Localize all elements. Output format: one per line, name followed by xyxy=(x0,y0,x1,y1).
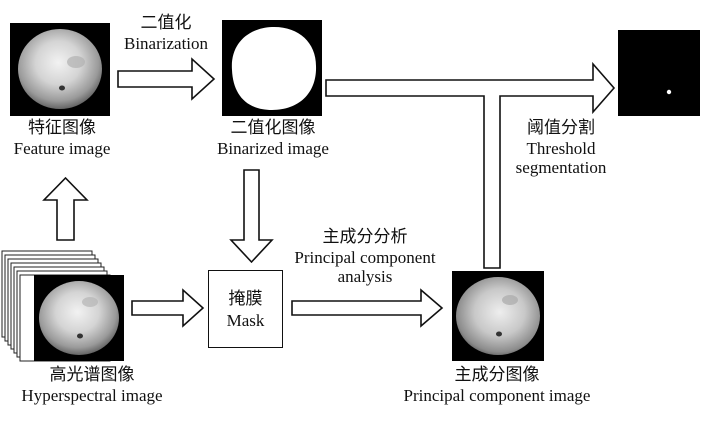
binarization-label-zh: 二值化 xyxy=(140,13,192,33)
pca-label-en-2: analysis xyxy=(337,267,393,287)
threshold-result-image xyxy=(618,30,700,116)
mask-label-en: Mask xyxy=(226,311,265,330)
pc-label-en: Principal component image xyxy=(403,385,591,405)
binarized-label-en: Binarized image xyxy=(217,138,329,158)
binarized-label-zh: 二值化图像 xyxy=(230,118,316,138)
arrow-binarization xyxy=(117,57,216,101)
arrow-threshold xyxy=(325,61,616,269)
hyperspectral-image-label: 高光谱图像 Hyperspectral image xyxy=(0,365,184,405)
pca-label-zh: 主成分分析 xyxy=(322,227,408,247)
pca-edge-label: 主成分分析 Principal component analysis xyxy=(272,227,458,287)
arrow-to-mask-from-hyper xyxy=(131,288,205,328)
threshold-edge-label: 阈值分割 Threshold segmentation xyxy=(500,118,622,178)
arrow-pca xyxy=(291,288,444,328)
threshold-label-zh: 阈值分割 xyxy=(527,118,595,138)
hyper-label-en: Hyperspectral image xyxy=(21,385,163,405)
hyperspectral-image xyxy=(34,275,124,361)
binarization-edge-label: 二值化 Binarization xyxy=(104,13,228,53)
threshold-label-en-2: segmentation xyxy=(515,158,607,178)
hyper-label-zh: 高光谱图像 xyxy=(49,365,135,385)
pca-label-en-1: Principal component xyxy=(294,247,436,267)
feature-image xyxy=(10,23,110,116)
feature-label-en: Feature image xyxy=(13,138,111,158)
binarized-image-label: 二值化图像 Binarized image xyxy=(188,118,358,158)
mask-label-zh: 掩膜 xyxy=(228,289,263,309)
threshold-label-en-1: Threshold xyxy=(526,138,596,158)
mask-node: 掩膜 Mask xyxy=(208,270,283,348)
arrow-to-mask xyxy=(229,169,274,264)
binarized-image xyxy=(222,20,322,116)
binarization-label-en: Binarization xyxy=(123,33,209,53)
principal-component-image xyxy=(452,271,544,361)
feature-label-zh: 特征图像 xyxy=(28,118,96,138)
pc-image-label: 主成分图像 Principal component image xyxy=(372,365,622,405)
pc-label-zh: 主成分图像 xyxy=(454,365,540,385)
arrow-to-feature xyxy=(42,176,89,241)
feature-image-label: 特征图像 Feature image xyxy=(0,118,124,158)
